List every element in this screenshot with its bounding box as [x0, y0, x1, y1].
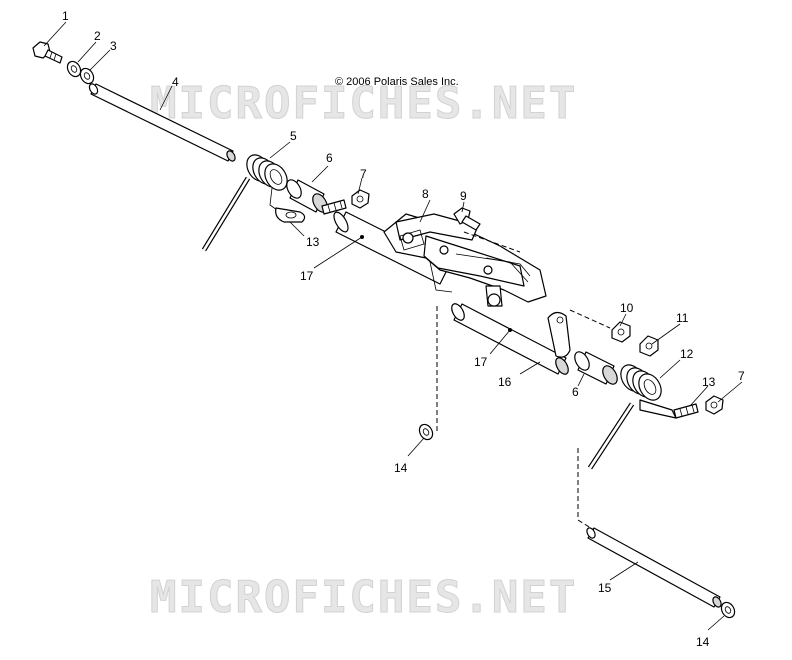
- callout-13-right: 13: [702, 375, 716, 389]
- callout-6-left: 6: [326, 151, 333, 165]
- part-7-bolt-left: [321, 199, 347, 215]
- part-7-nut-left: [351, 189, 370, 209]
- part-6-bushing-right: [574, 351, 618, 385]
- callout-3: 3: [110, 39, 117, 53]
- part-5-spring: [201, 154, 288, 252]
- watermark-top: MICROFICHES.NET: [150, 78, 577, 129]
- callout-7-left: 7: [360, 167, 367, 181]
- part-8-bracket: [383, 213, 547, 307]
- callout-7-right: 7: [738, 369, 745, 383]
- callout-1: 1: [62, 9, 69, 23]
- callouts: 1 2 3 4 5 6 7 8 9 13 17 10 11 12 17 16 6…: [62, 9, 745, 649]
- part-4-tube: [88, 83, 236, 162]
- watermark-bottom: MICROFICHES.NET: [150, 572, 577, 623]
- callout-8: 8: [422, 187, 429, 201]
- part-1-bolt: [32, 41, 63, 64]
- part-2-washer: [66, 60, 82, 78]
- part-11-nut: [639, 335, 659, 357]
- part-16-shaft-lower: [451, 303, 569, 375]
- part-15-tube: [586, 527, 722, 608]
- part-13-bolt-right: [673, 403, 699, 419]
- callout-16: 16: [498, 375, 512, 389]
- callout-4: 4: [172, 75, 179, 89]
- callout-14-bottom: 14: [696, 635, 710, 649]
- callout-17-lower: 17: [474, 355, 488, 369]
- part-14-washer-bottom: [720, 601, 736, 619]
- callout-2: 2: [94, 29, 101, 43]
- leader-lines: [43, 21, 743, 631]
- part-7-nut-right: [705, 395, 724, 415]
- part-3-washer: [79, 67, 95, 85]
- callout-13-left: 13: [306, 235, 320, 249]
- callout-9: 9: [460, 189, 467, 203]
- callout-6-right: 6: [572, 385, 579, 399]
- callout-5: 5: [290, 129, 297, 143]
- callout-14-mid: 14: [394, 461, 408, 475]
- callout-15: 15: [598, 581, 612, 595]
- part-9-bolt: [453, 207, 481, 231]
- part-12-spring: [587, 364, 677, 470]
- part-14-washer-mid: [418, 423, 434, 441]
- callout-12: 12: [680, 347, 694, 361]
- part-13-tab-left: [275, 207, 306, 223]
- copyright-text: © 2006 Polaris Sales Inc.: [335, 76, 459, 88]
- assembly-dashed-lines: [436, 231, 611, 531]
- part-10-nut: [611, 321, 631, 343]
- callout-17-upper: 17: [300, 269, 314, 283]
- callout-10: 10: [620, 301, 634, 315]
- callout-11: 11: [676, 311, 689, 325]
- link-plate-right: [547, 311, 571, 358]
